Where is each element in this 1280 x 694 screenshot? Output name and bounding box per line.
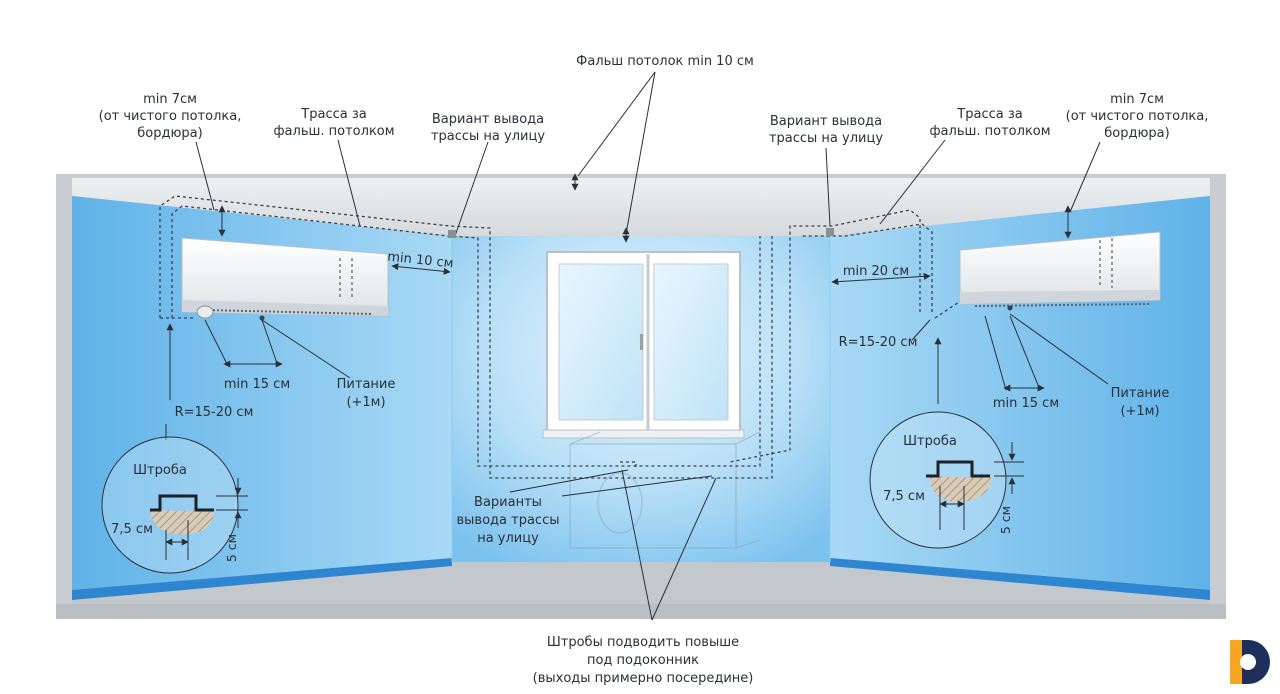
label-left-radius: R=15-20 см: [175, 405, 254, 420]
floor-edge-left: [72, 558, 452, 600]
right-groove-detail: [869, 411, 1024, 549]
label-left-route-2: фальш. потолком: [273, 124, 394, 139]
label-left-groove-width: 7,5 см: [111, 522, 153, 537]
label-right-outlet-1: Вариант вывода: [770, 114, 882, 129]
label-right-min7-1: min 7см: [1110, 92, 1164, 107]
routes: [159, 195, 963, 479]
label-left-groove: Штроба: [133, 463, 187, 478]
label-right-radius: R=15-20 см: [839, 335, 918, 350]
label-right-groove-depth: 5 см: [998, 506, 1013, 534]
label-left-power-1: Питание: [337, 377, 396, 392]
label-left-min10: min 10 см: [387, 250, 454, 272]
label-right-route-1: Трасса за: [956, 107, 1022, 122]
label-right-outlet-2: трассы на улицу: [769, 131, 883, 146]
label-left-min7-1: min 7см: [143, 92, 197, 107]
label-center-variants-2: вывода трассы: [457, 513, 560, 528]
label-right-power-1: Питание: [1111, 386, 1170, 401]
label-right-groove: Штроба: [903, 434, 957, 449]
floor-edge-right: [830, 558, 1210, 600]
label-left-power-2: (+1м): [346, 395, 385, 410]
label-right-min20: min 20 см: [843, 264, 909, 279]
window: [542, 251, 745, 439]
label-left-route-1: Трасса за: [300, 107, 366, 122]
label-right-groove-width: 7,5 см: [883, 489, 925, 504]
left-groove-detail: [101, 436, 248, 574]
label-right-min7-3: бордюра): [1104, 126, 1169, 141]
label-right-min15: min 15 см: [993, 396, 1059, 411]
label-right-route-2: фальш. потолком: [929, 124, 1050, 139]
label-center-variants-3: на улицу: [477, 531, 539, 546]
label-bottom-note-3: (выходы примерно посередине): [533, 671, 754, 686]
label-left-outlet-1: Вариант вывода: [432, 112, 544, 127]
label-bottom-note-2: под подоконник: [587, 653, 699, 668]
leaders: [165, 71, 1109, 621]
radiator-cabinet: [569, 431, 761, 549]
label-left-groove-depth: 5 см: [224, 534, 239, 562]
label-left-min15: min 15 см: [224, 377, 290, 392]
label-bottom-note-1: Штробы подводить повыше: [547, 635, 739, 650]
floor-front: [56, 604, 1226, 619]
label-left-min7-3: бордюра): [137, 126, 202, 141]
left-ac-unit: [181, 237, 389, 321]
label-left-min7-2: (от чистого потолка,: [99, 109, 242, 124]
label-right-min7-2: (от чистого потолка,: [1066, 109, 1209, 124]
brand-logo-icon: [1230, 640, 1270, 684]
label-right-power-2: (+1м): [1120, 404, 1159, 419]
right-ac-unit: [959, 231, 1161, 311]
text-labels: Фальш потолок min 10 см min 7см (от чист…: [99, 54, 1209, 686]
label-center-variants-1: Варианты: [474, 495, 542, 510]
label-false-ceiling: Фальш потолок min 10 см: [576, 54, 754, 69]
label-left-outlet-2: трассы на улицу: [431, 129, 545, 144]
